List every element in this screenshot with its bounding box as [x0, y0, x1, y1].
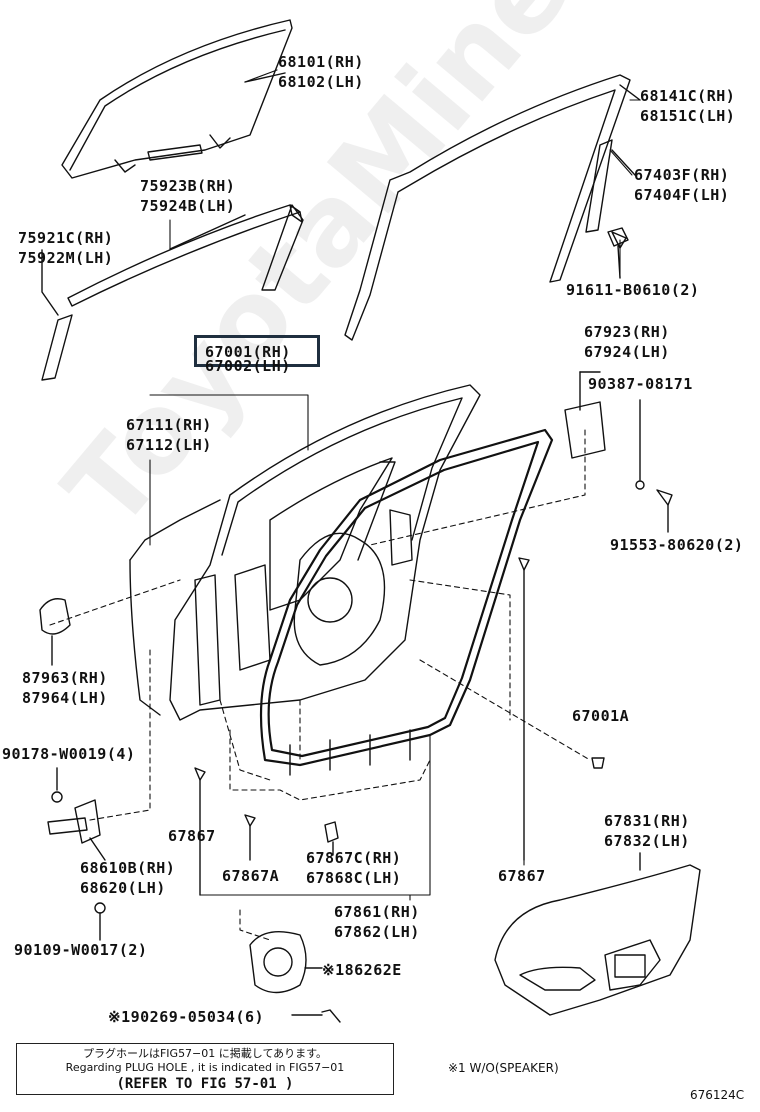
label-90178: 90178-W0019(4): [2, 744, 135, 764]
door-glass-drawing: [61, 19, 293, 179]
part-number: 67867: [498, 867, 546, 885]
plug-hole-note: プラグホールはFIG57−01 に掲載してあります。 Regarding PLU…: [16, 1043, 394, 1095]
part-number: 67001(RH): [205, 343, 291, 361]
part-number: 67924(LH): [584, 343, 670, 361]
door-hinge-drawing: [47, 767, 106, 941]
part-number: 68620(LH): [80, 879, 166, 897]
label-68101: 68101(RH) 68102(LH): [278, 52, 364, 92]
highlight-box-67001: [194, 335, 320, 367]
mirror-cover-drawing: [564, 371, 673, 533]
service-hole-cover-drawing: [39, 598, 71, 666]
door-trim-panel-drawing: [494, 852, 701, 1016]
label-87963: 87963(RH) 87964(LH): [22, 668, 108, 708]
part-number: ※190269-05034(6): [108, 1008, 265, 1026]
label-186262e: ※186262E: [322, 960, 402, 980]
label-75923b: 75923B(RH) 75924B(LH): [140, 176, 235, 216]
label-90109: 90109-W0017(2): [14, 940, 147, 960]
part-number: 68101(RH): [278, 53, 364, 71]
leader-lines: [149, 69, 641, 901]
part-number: 68102(LH): [278, 73, 364, 91]
label-67861: 67861(RH) 67862(LH): [334, 902, 420, 942]
label-67867c: 67867C(RH) 67868C(LH): [306, 848, 401, 888]
clip-fasteners-drawing: [194, 231, 627, 896]
part-number: 68610B(RH): [80, 859, 176, 877]
part-number: 91611-B0610(2): [566, 281, 700, 299]
part-number: 87964(LH): [22, 689, 108, 707]
note-reference: (REFER TO FIG 57-01 ): [116, 1076, 294, 1092]
part-number: 67831(RH): [604, 812, 690, 830]
glass-run-drawing: [344, 74, 641, 341]
label-75921c: 75921C(RH) 75922M(LH): [18, 228, 113, 268]
part-number: 67923(RH): [584, 323, 670, 341]
part-number: 67867: [168, 827, 216, 845]
figure-code: 676124C: [690, 1088, 745, 1102]
part-number: ※186262E: [322, 961, 402, 979]
part-number: 68151C(LH): [640, 107, 736, 125]
part-number: 67404F(LH): [634, 186, 730, 204]
dashed-leaders: [49, 429, 591, 941]
part-number: 67002(LH): [205, 357, 291, 375]
rear-strip-drawing: [41, 249, 73, 381]
speaker-drawing: [249, 931, 341, 1023]
part-number: 67112(LH): [126, 436, 212, 454]
part-number: 67862(LH): [334, 923, 420, 941]
part-number: 67868C(LH): [306, 869, 402, 887]
label-67831: 67831(RH) 67832(LH): [604, 811, 690, 851]
label-67001: 67001(RH) 67002(LH): [205, 342, 291, 376]
note-japanese: プラグホールはFIG57−01 に掲載してあります。: [82, 1047, 328, 1060]
part-number: 91553-80620(2): [610, 536, 744, 554]
weatherstrip-clips: [289, 729, 411, 776]
part-number: 67403F(RH): [634, 166, 730, 184]
label-67867a: 67867A: [222, 866, 279, 886]
label-91611: 91611-B0610(2): [566, 280, 699, 300]
label-67111: 67111(RH) 67112(LH): [126, 415, 212, 455]
part-number: 90109-W0017(2): [14, 941, 148, 959]
belt-moulding-drawing: [67, 204, 304, 307]
label-68610b: 68610B(RH) 68620(LH): [80, 858, 175, 898]
label-67867-right: 67867: [498, 866, 546, 886]
part-number: 87963(RH): [22, 669, 108, 687]
label-67001a: 67001A: [572, 706, 629, 726]
part-number: 90178-W0019(4): [2, 745, 136, 763]
part-number: 90387-08171: [588, 375, 693, 393]
label-67923: 67923(RH) 67924(LH): [584, 322, 670, 362]
part-number: 67867C(RH): [306, 849, 402, 867]
label-190269: ※190269-05034(6): [108, 1007, 264, 1027]
part-number: 75921C(RH): [18, 229, 114, 247]
part-number: 67867A: [222, 867, 280, 885]
label-67867-left: 67867: [168, 826, 216, 846]
part-number: 67861(RH): [334, 903, 420, 921]
part-number: 75922M(LH): [18, 249, 114, 267]
part-number: 75924B(LH): [140, 197, 236, 215]
label-91553: 91553-80620(2): [610, 535, 743, 555]
part-number: 75923B(RH): [140, 177, 236, 195]
note-english: Regarding PLUG HOLE , it is indicated in…: [65, 1061, 345, 1074]
part-number: 67111(RH): [126, 416, 212, 434]
footnote-speaker: ※1 W/O(SPEAKER): [448, 1061, 559, 1075]
door-weatherstrip-drawing: [259, 428, 554, 767]
label-90387: 90387-08171: [588, 374, 693, 394]
part-number: 67832(LH): [604, 832, 690, 850]
rear-channel-drawing: [585, 139, 636, 279]
part-number: 68141C(RH): [640, 87, 736, 105]
part-number: 67001A: [572, 707, 630, 725]
label-67403f: 67403F(RH) 67404F(LH): [634, 165, 729, 205]
label-68141c: 68141C(RH) 68151C(LH): [640, 86, 735, 126]
